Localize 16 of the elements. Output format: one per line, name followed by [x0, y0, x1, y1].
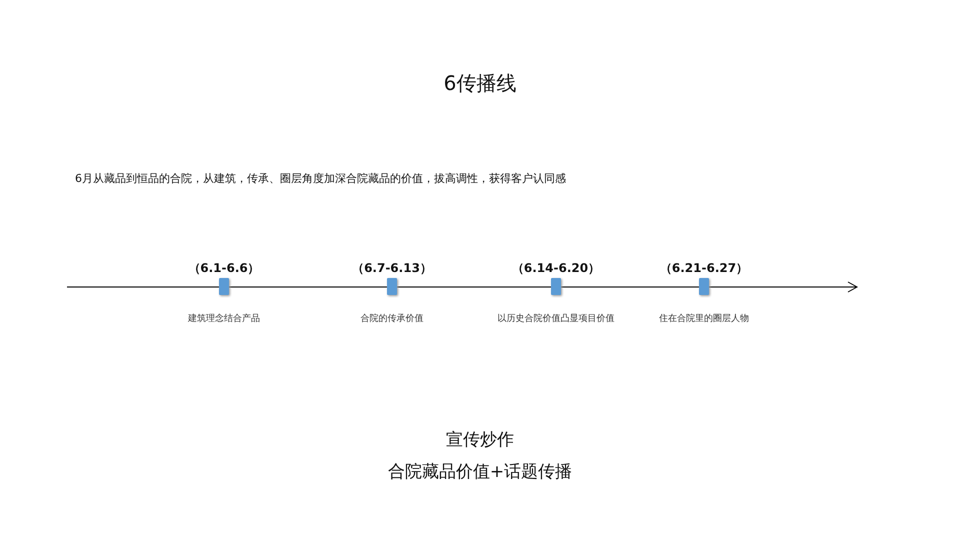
timeline-marker [699, 278, 709, 295]
timeline-marker [387, 278, 397, 295]
date-range: （6.7-6.13） [352, 260, 432, 277]
summary-text: 合院藏品价值+话题传播 [386, 461, 574, 483]
milestone-text: 合院的传承价值 [360, 312, 424, 325]
milestone-text: 以历史合院价值凸显项目价值 [498, 312, 614, 325]
summary-text: 宣传炒作 [445, 429, 515, 451]
timeline-marker [551, 278, 561, 295]
milestone-text: 住在合院里的圈层人物 [659, 312, 749, 325]
intro-text: 6月从藏品到恒品的合院，从建筑，传承、圈层角度加深合院藏品的价值，拔高调性，获得客户认同感 [75, 171, 566, 186]
milestone-text: 建筑理念结合产品 [188, 312, 260, 325]
title: 6传播线 [442, 70, 518, 97]
timeline-marker [219, 278, 229, 295]
date-range: （6.21-6.27） [660, 260, 748, 277]
date-range: （6.1-6.6） [188, 260, 260, 277]
date-range: （6.14-6.20） [512, 260, 600, 277]
